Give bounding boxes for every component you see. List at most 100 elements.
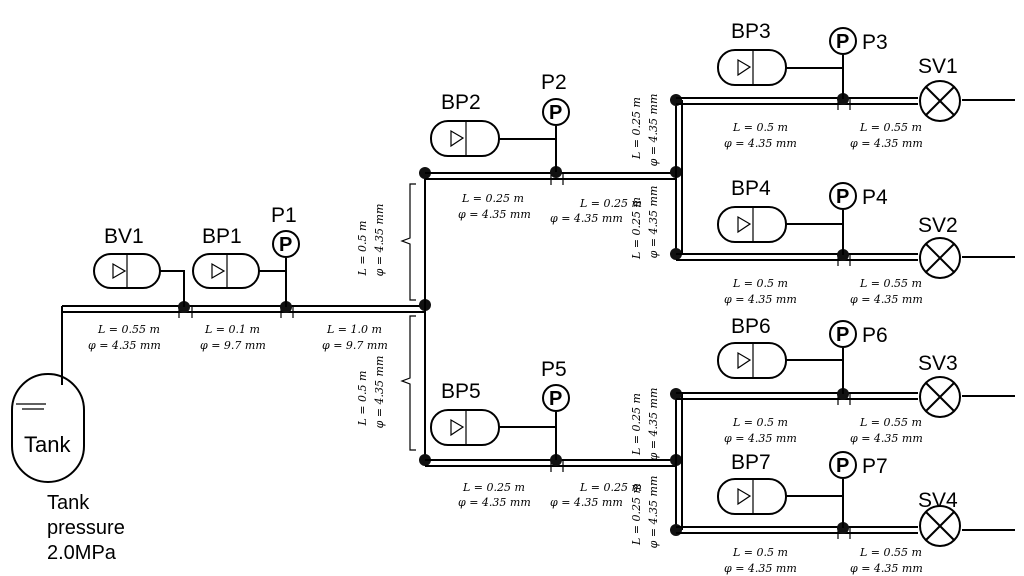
segment-length: L = 0.55 m bbox=[97, 323, 160, 336]
segment-length: L = 0.25 m bbox=[462, 481, 525, 494]
p5-label: P5 bbox=[541, 358, 567, 381]
right-upper-vertical: L = 0.25 m φ = 4.35 mm L = 0.25 m φ = 4.… bbox=[630, 94, 683, 260]
caption-line: pressure bbox=[47, 517, 125, 539]
p2-label: P2 bbox=[541, 71, 567, 94]
bp4-body bbox=[717, 206, 787, 243]
p5-gauge-icon bbox=[542, 384, 570, 412]
segment-length: L = 0.5 m bbox=[356, 221, 369, 277]
p5-pressure-gauge: P P5 bbox=[541, 358, 570, 460]
segment-length: L = 0.25 m bbox=[461, 192, 524, 205]
segment-length: L = 0.5 m bbox=[732, 416, 788, 429]
bp1-triangle-icon bbox=[211, 262, 226, 280]
segment-diameter: φ = 4.35 mm bbox=[647, 186, 660, 259]
segment-length: L = 1.0 m bbox=[326, 323, 382, 336]
row-3: BP6 P P6 SV3 L = 0.5 m φ = 4.35 mm L = 0… bbox=[676, 315, 1015, 445]
bp2-body bbox=[430, 120, 500, 157]
sv1-label: SV1 bbox=[918, 55, 958, 78]
sv2-cross bbox=[925, 243, 955, 273]
segment-length: L = 0.25 m bbox=[579, 481, 642, 494]
segment-diameter: φ = 4.35 mm bbox=[850, 562, 923, 575]
bv1-label: BV1 bbox=[104, 225, 144, 248]
bp5-triangle-icon bbox=[450, 418, 465, 437]
p7-label: P7 bbox=[862, 455, 888, 478]
bp3-body bbox=[717, 49, 787, 86]
vertical-trunk: L = 0.5 m φ = 4.35 mm L = 0.5 m φ = 4.35… bbox=[356, 167, 431, 466]
upper-brace bbox=[400, 183, 416, 301]
p4-gauge-icon bbox=[829, 182, 857, 210]
segment-length: L = 0.5 m bbox=[732, 277, 788, 290]
bv1-triangle-icon bbox=[112, 262, 127, 280]
segment-diameter: φ = 4.35 mm bbox=[647, 388, 660, 461]
p2-symbol: P bbox=[549, 102, 562, 124]
bp6-body bbox=[717, 342, 787, 379]
segment-length: L = 0.5 m bbox=[732, 121, 788, 134]
sv4-label: SV4 bbox=[918, 489, 958, 512]
p5-symbol: P bbox=[549, 388, 562, 410]
segment-diameter: φ = 4.35 mm bbox=[724, 432, 797, 445]
segment-length: L = 0.55 m bbox=[859, 121, 922, 134]
lower-brace bbox=[400, 315, 416, 451]
bp6-label: BP6 bbox=[731, 315, 771, 338]
segment-diameter: φ = 4.35 mm bbox=[458, 208, 531, 221]
segment-diameter: φ = 9.7 mm bbox=[200, 339, 266, 352]
p1-pressure-gauge: P P1 bbox=[271, 204, 300, 307]
segment-length: L = 0.55 m bbox=[859, 277, 922, 290]
tank-label: Tank bbox=[24, 432, 71, 457]
row-2: BP4 P P4 SV2 L = 0.5 m φ = 4.35 mm L = 0… bbox=[676, 177, 1015, 306]
sv1-valve-icon bbox=[919, 80, 961, 122]
segment-length: L = 0.55 m bbox=[859, 416, 922, 429]
segment-length: L = 0.55 m bbox=[859, 546, 922, 559]
segment-diameter: φ = 4.35 mm bbox=[850, 293, 923, 306]
p4-label: P4 bbox=[862, 186, 888, 209]
p2-gauge-icon bbox=[542, 98, 570, 126]
p3-label: P3 bbox=[862, 31, 888, 54]
p7-gauge-icon bbox=[829, 451, 857, 479]
bv1-connector bbox=[160, 270, 185, 307]
segment-diameter: φ = 4.35 mm bbox=[647, 476, 660, 549]
segment-diameter: φ = 4.35 mm bbox=[850, 137, 923, 150]
bp7-triangle-icon bbox=[737, 487, 752, 506]
segment-diameter: φ = 4.35 mm bbox=[724, 562, 797, 575]
bp5-body bbox=[430, 409, 500, 446]
sv4-valve-icon bbox=[919, 505, 961, 547]
p6-label: P6 bbox=[862, 324, 888, 347]
bp4-label: BP4 bbox=[731, 177, 771, 200]
segment-length: L = 0.5 m bbox=[356, 371, 369, 427]
segment-length: L = 0.25 m bbox=[630, 97, 643, 160]
bp2-buffer: BP2 bbox=[430, 91, 556, 157]
segment-length: L = 0.1 m bbox=[204, 323, 260, 336]
segment-diameter: φ = 4.35 mm bbox=[458, 496, 531, 509]
bp1-label: BP1 bbox=[202, 225, 242, 248]
segment-diameter: φ = 4.35 mm bbox=[88, 339, 161, 352]
segment-length: L = 0.25 m bbox=[630, 197, 643, 260]
p3-symbol: P bbox=[836, 31, 849, 53]
segment-diameter: φ = 4.35 mm bbox=[724, 293, 797, 306]
p6-gauge-icon bbox=[829, 320, 857, 348]
segment-length: L = 0.25 m bbox=[630, 483, 643, 546]
bp5-label: BP5 bbox=[441, 380, 481, 403]
bp3-label: BP3 bbox=[731, 20, 771, 43]
sv4-cross bbox=[925, 511, 955, 541]
sv3-valve-icon bbox=[919, 376, 961, 418]
caption-line: 2.0MPa bbox=[47, 542, 116, 564]
segment-diameter: φ = 4.35 mm bbox=[373, 356, 386, 429]
row-1: BP3 P P3 SV1 L = 0.5 m φ = 4.35 mm L = 0… bbox=[676, 20, 1015, 150]
sv3-label: SV3 bbox=[918, 352, 958, 375]
row-4: BP7 P P7 SV4 L = 0.5 m φ = 4.35 mm L = 0… bbox=[676, 451, 1015, 575]
upper-branch: L = 0.25 m φ = 4.35 mm L = 0.25 m φ = 4.… bbox=[425, 166, 682, 225]
segment-diameter: φ = 4.35 mm bbox=[550, 496, 623, 509]
p6-symbol: P bbox=[836, 324, 849, 346]
p1-gauge-icon bbox=[272, 230, 300, 258]
segment-diameter: φ = 9.7 mm bbox=[322, 339, 388, 352]
p1-label: P1 bbox=[271, 204, 297, 227]
lower-branch: L = 0.25 m φ = 4.35 mm L = 0.25 m φ = 4.… bbox=[425, 454, 682, 509]
segment-diameter: φ = 4.35 mm bbox=[850, 432, 923, 445]
bp7-label: BP7 bbox=[731, 451, 771, 474]
bp3-triangle-icon bbox=[737, 58, 752, 77]
tank: Tank bbox=[11, 373, 85, 483]
sv1-cross bbox=[925, 86, 955, 116]
sv2-label: SV2 bbox=[918, 214, 958, 237]
segment-diameter: φ = 4.35 mm bbox=[724, 137, 797, 150]
bp2-label: BP2 bbox=[441, 91, 481, 114]
